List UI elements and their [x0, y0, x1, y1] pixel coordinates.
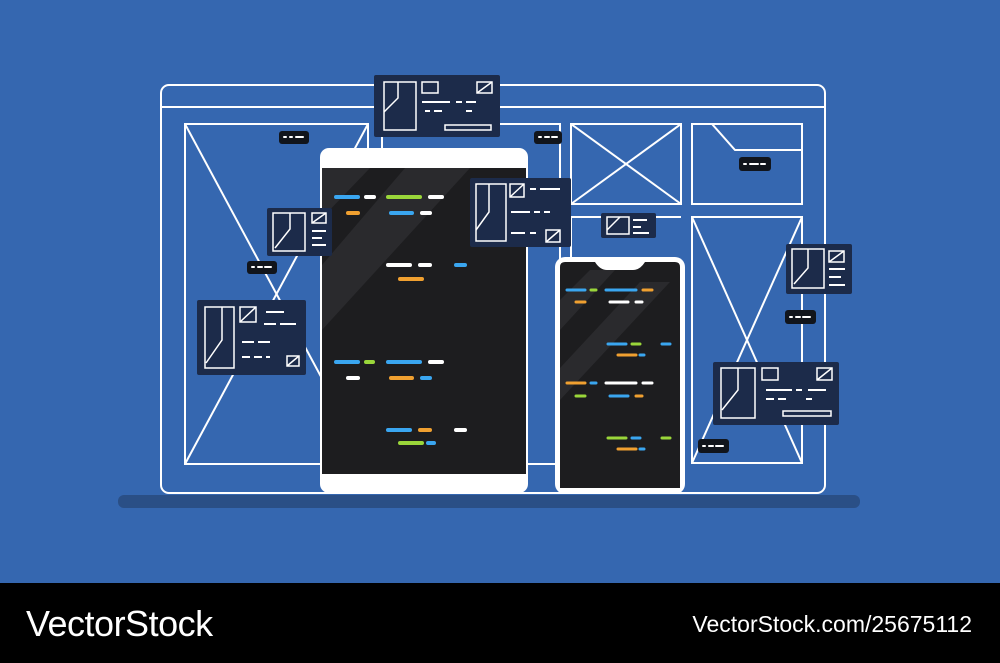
- ui-card: [197, 75, 852, 425]
- watermark-image-id: VectorStock.com/25675112: [692, 611, 972, 637]
- tooltip-chip: [247, 131, 816, 453]
- watermark-brand: VectorStock: [26, 603, 213, 644]
- smartphone-device: [555, 257, 685, 494]
- illustration: [0, 0, 1000, 583]
- ground-shadow: [118, 495, 860, 508]
- watermark-bar: VectorStock VectorStock.com/25675112: [0, 583, 1000, 663]
